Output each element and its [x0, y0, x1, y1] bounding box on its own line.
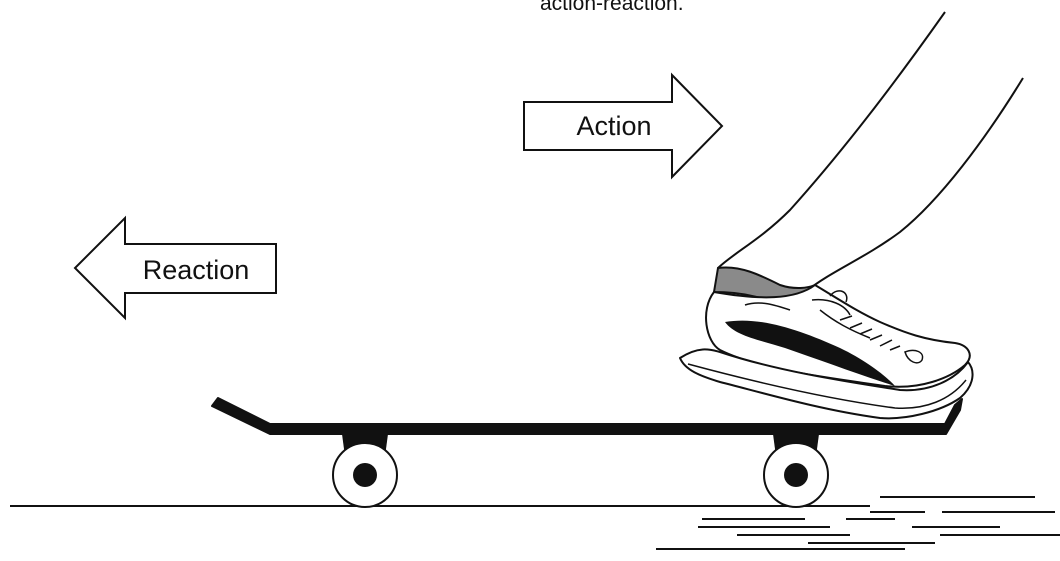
leg	[718, 12, 1023, 290]
rear-wheel	[333, 434, 397, 507]
reaction-label: Reaction	[143, 255, 250, 285]
motion-streaks	[656, 497, 1060, 549]
front-wheel	[764, 434, 828, 507]
action-label: Action	[576, 111, 651, 141]
shoe	[680, 267, 973, 418]
reaction-arrow: Reaction	[75, 218, 276, 318]
caption-text: action-reaction.	[540, 0, 840, 16]
action-arrow: Action	[524, 75, 722, 177]
